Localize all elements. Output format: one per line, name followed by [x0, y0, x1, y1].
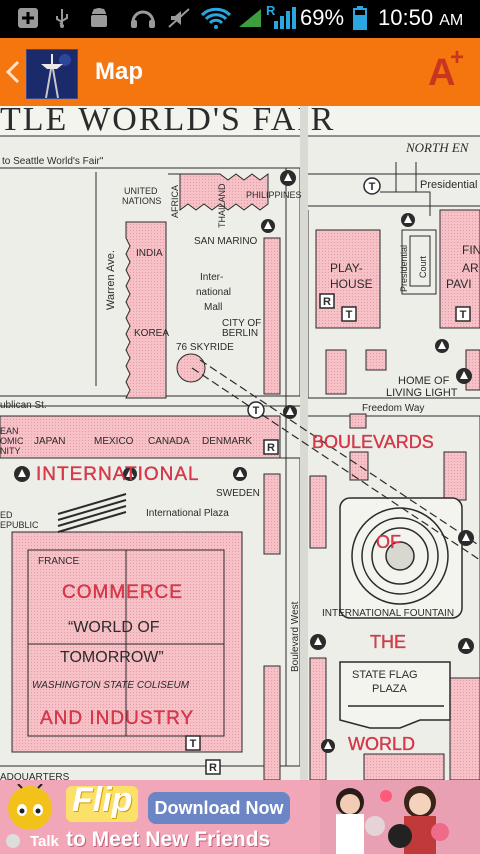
map-header-text: TLE WORLD'S FAIR	[0, 106, 335, 138]
wifi-icon	[200, 7, 232, 29]
korea-label: KOREA	[134, 328, 169, 339]
usb-icon	[50, 7, 74, 29]
boulevard-west-label: Boulevard West	[290, 601, 301, 672]
warren-ave-label: Warren Ave.	[105, 250, 117, 310]
intl-mall-2: national	[196, 287, 231, 298]
add-notification-icon	[16, 7, 40, 29]
fountain-shape	[339, 497, 463, 619]
japan-label: JAPAN	[34, 436, 66, 447]
battery-icon	[352, 6, 368, 30]
sweden-label: SWEDEN	[216, 488, 260, 499]
france-label: FRANCE	[38, 556, 79, 567]
ad-brand-name: Talk	[30, 833, 59, 850]
united-label: UNITED	[124, 186, 158, 196]
house-label: HOUSE	[330, 277, 373, 291]
freedom-way-label: Freedom Way	[362, 403, 424, 414]
omic-label: OMIC	[0, 436, 24, 446]
africa-label: AFRICA	[170, 185, 180, 218]
marker-t-4: T	[460, 309, 467, 321]
marker-t-1: T	[369, 181, 376, 193]
headquarters-label: ADQUARTERS	[0, 772, 70, 780]
state-flag-label: STATE FLAG	[352, 669, 418, 681]
coliseum-label: WASHINGTON STATE COLISEUM	[32, 680, 190, 691]
plaza-label: PLAZA	[372, 683, 408, 695]
of-label: OF	[376, 532, 401, 552]
intl-mall-3: Mall	[204, 302, 222, 313]
back-chevron-icon[interactable]	[4, 54, 22, 90]
headphones-icon	[128, 7, 158, 29]
ad-flip-badge	[66, 786, 138, 822]
mute-icon	[166, 7, 192, 29]
fair-map[interactable]: TLE WORLD'S FAIR NORTH EN to Seattle Wor…	[0, 106, 480, 780]
presidential-court-1: Presidential	[399, 245, 409, 292]
world-of-label: “WORLD OF	[68, 619, 160, 636]
font-size-button[interactable]: A +	[428, 44, 468, 94]
presidential-court-2: Court	[418, 255, 428, 278]
ean-label: EAN	[0, 426, 19, 436]
pavilion-label: PAVI	[446, 277, 472, 291]
signal-icon	[236, 7, 264, 29]
android-debug-icon	[86, 7, 112, 29]
download-now-button[interactable]: Download Now	[148, 792, 290, 824]
marker-t-3: T	[346, 309, 353, 321]
clock-time: 10:50	[378, 5, 434, 30]
status-bar: R 69% 10:50 AM	[0, 0, 480, 38]
skyride-label: 76 SKYRIDE	[176, 342, 234, 353]
city-of-label: CITY OF	[222, 318, 261, 329]
marker-r-1: R	[323, 296, 331, 308]
intl-plaza-label: International Plaza	[146, 508, 229, 519]
clock-ampm: AM	[439, 12, 464, 29]
berlin-label: BERLIN	[222, 328, 258, 339]
marker-t-5: T	[190, 738, 197, 750]
presidential-label: Presidential	[420, 179, 477, 191]
republic-label-2: EPUBLIC	[0, 520, 39, 530]
india-label: INDIA	[136, 248, 163, 259]
home-of-label: HOME OF	[398, 375, 450, 387]
space-needle-icon	[27, 50, 77, 98]
fine-label: FIN	[462, 243, 480, 257]
page-title: Map	[95, 58, 143, 85]
intl-mall-1: Inter-	[200, 272, 223, 283]
clock: 10:50 AM	[378, 5, 463, 31]
international-label: INTERNATIONAL	[36, 464, 200, 485]
and-industry-label: AND INDUSTRY	[40, 708, 194, 729]
action-bar: Map A +	[0, 38, 480, 106]
nity-label: NITY	[0, 446, 21, 456]
roaming-indicator: R	[266, 3, 276, 18]
world-label: WORLD	[348, 734, 415, 754]
seattle-caption: to Seattle World's Fair"	[2, 156, 104, 167]
marker-r-2: R	[267, 442, 275, 454]
republic-label-1: ED	[0, 510, 13, 520]
thailand-label: THAILAND	[217, 183, 227, 228]
ad-tagline: to Meet New Friends	[66, 828, 271, 851]
ad-people-photo	[320, 780, 480, 854]
republican-st-label: ublican St.	[0, 400, 47, 411]
roaming-signal-icon: R	[266, 3, 296, 29]
map-image: TLE WORLD'S FAIR NORTH EN to Seattle Wor…	[0, 106, 480, 780]
living-light-label: LIVING LIGHT	[386, 387, 458, 399]
ad-banner[interactable]: Talk Flip Download Now to Meet New Frien…	[0, 780, 480, 854]
beetalk-logo-icon	[4, 783, 62, 850]
mexico-label: MEXICO	[94, 436, 134, 447]
nations-label: NATIONS	[122, 196, 161, 206]
intl-fountain-label: INTERNATIONAL FOUNTAIN	[322, 608, 454, 619]
san-marino-label: SAN MARINO	[194, 236, 258, 247]
app-icon[interactable]	[26, 49, 78, 99]
denmark-label: DENMARK	[202, 436, 252, 447]
marker-r-3: R	[209, 762, 217, 774]
boulevards-label: BOULEVARDS	[312, 432, 434, 452]
tomorrow-label: TOMORROW”	[60, 649, 164, 666]
font-size-plus: +	[450, 44, 465, 71]
the-label: THE	[370, 632, 406, 652]
font-size-letter: A	[428, 52, 456, 94]
canada-label: CANADA	[148, 436, 190, 447]
north-label: NORTH EN	[405, 140, 470, 155]
play-label: PLAY-	[330, 261, 363, 275]
battery-percent: 69%	[300, 5, 345, 30]
marker-t-2: T	[253, 405, 260, 417]
commerce-label: COMMERCE	[62, 582, 183, 603]
ad-flip-text: Flip	[72, 781, 133, 819]
arts-label: AR	[462, 261, 479, 275]
philippines-label: PHILIPPINES	[246, 190, 302, 200]
